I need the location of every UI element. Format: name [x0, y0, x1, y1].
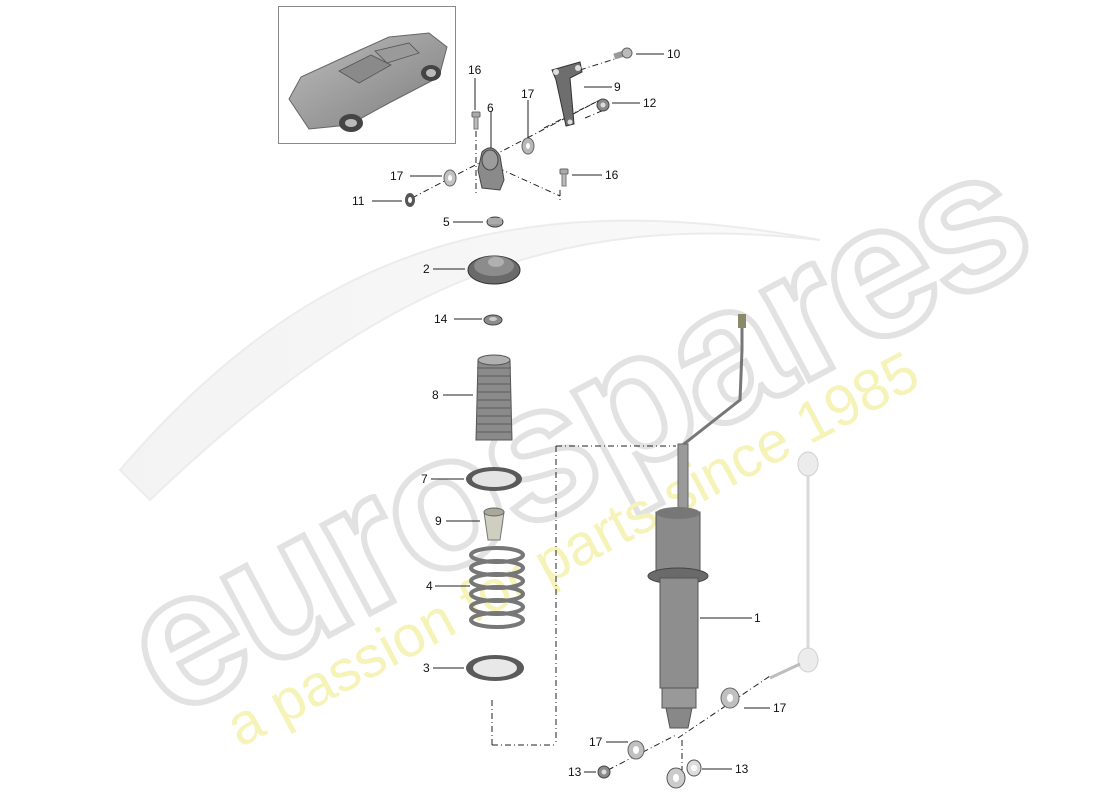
- part-8-bellows: [475, 354, 513, 441]
- part-3-lower-spring-pad: [466, 655, 524, 681]
- vehicle-thumbnail: [278, 6, 456, 144]
- part-14-clamp: [666, 759, 702, 789]
- callout-12: 11: [352, 194, 365, 208]
- part-1-shock-absorber: [647, 314, 746, 729]
- callout-6: 6: [487, 101, 494, 115]
- part-15-washer: [483, 314, 503, 326]
- callout-5: 5: [443, 215, 450, 229]
- part-7-upper-spring-pad: [466, 467, 522, 491]
- callout-9: 9: [435, 514, 442, 528]
- part-16-bolt-upper: [471, 111, 481, 130]
- part-17-washer-left: [443, 169, 457, 187]
- part-10-bracket: [551, 61, 583, 127]
- callout-7: 7: [421, 472, 428, 486]
- part-4-coil-spring: [469, 546, 525, 629]
- part-17-washer-lower-right: [720, 687, 740, 709]
- callout-10: 9: [614, 80, 621, 94]
- callout-16-right: 16: [605, 168, 619, 182]
- callout-17-upper: 17: [521, 87, 535, 101]
- part-17-washer-lower-left: [627, 740, 645, 760]
- callout-11: 10: [667, 47, 681, 61]
- part-5-clip: [486, 216, 504, 228]
- part-17-washer-upper: [521, 137, 535, 155]
- callout-8: 8: [432, 388, 439, 402]
- part-2-strut-mount: [467, 255, 521, 285]
- callout-13-upper: 12: [643, 96, 657, 110]
- callout-3: 3: [423, 661, 430, 675]
- stabilizer-link: [769, 451, 819, 680]
- callout-15: 14: [434, 312, 448, 326]
- callout-17-lower-left: 17: [589, 735, 603, 749]
- callout-13-lower: 13: [568, 765, 582, 779]
- watermark-swoosh: [118, 219, 821, 502]
- callout-4: 4: [426, 579, 433, 593]
- part-11-bolt: [613, 47, 633, 60]
- callout-2: 2: [423, 262, 430, 276]
- part-13-nut-lower: [597, 765, 611, 779]
- callout-17-lower-right: 17: [773, 701, 787, 715]
- callout-17-left: 17: [390, 169, 404, 183]
- callout-1: 1: [754, 611, 761, 625]
- part-12-washer: [405, 193, 415, 207]
- part-16-bolt-right: [559, 168, 569, 187]
- callout-14: 13: [735, 762, 749, 776]
- part-9-bump-stop: [483, 507, 505, 541]
- part-6-mount-bracket: [477, 147, 505, 191]
- car-icon: [288, 32, 448, 132]
- part-13-nut-upper: [596, 98, 610, 112]
- callout-16-upper: 16: [468, 63, 482, 77]
